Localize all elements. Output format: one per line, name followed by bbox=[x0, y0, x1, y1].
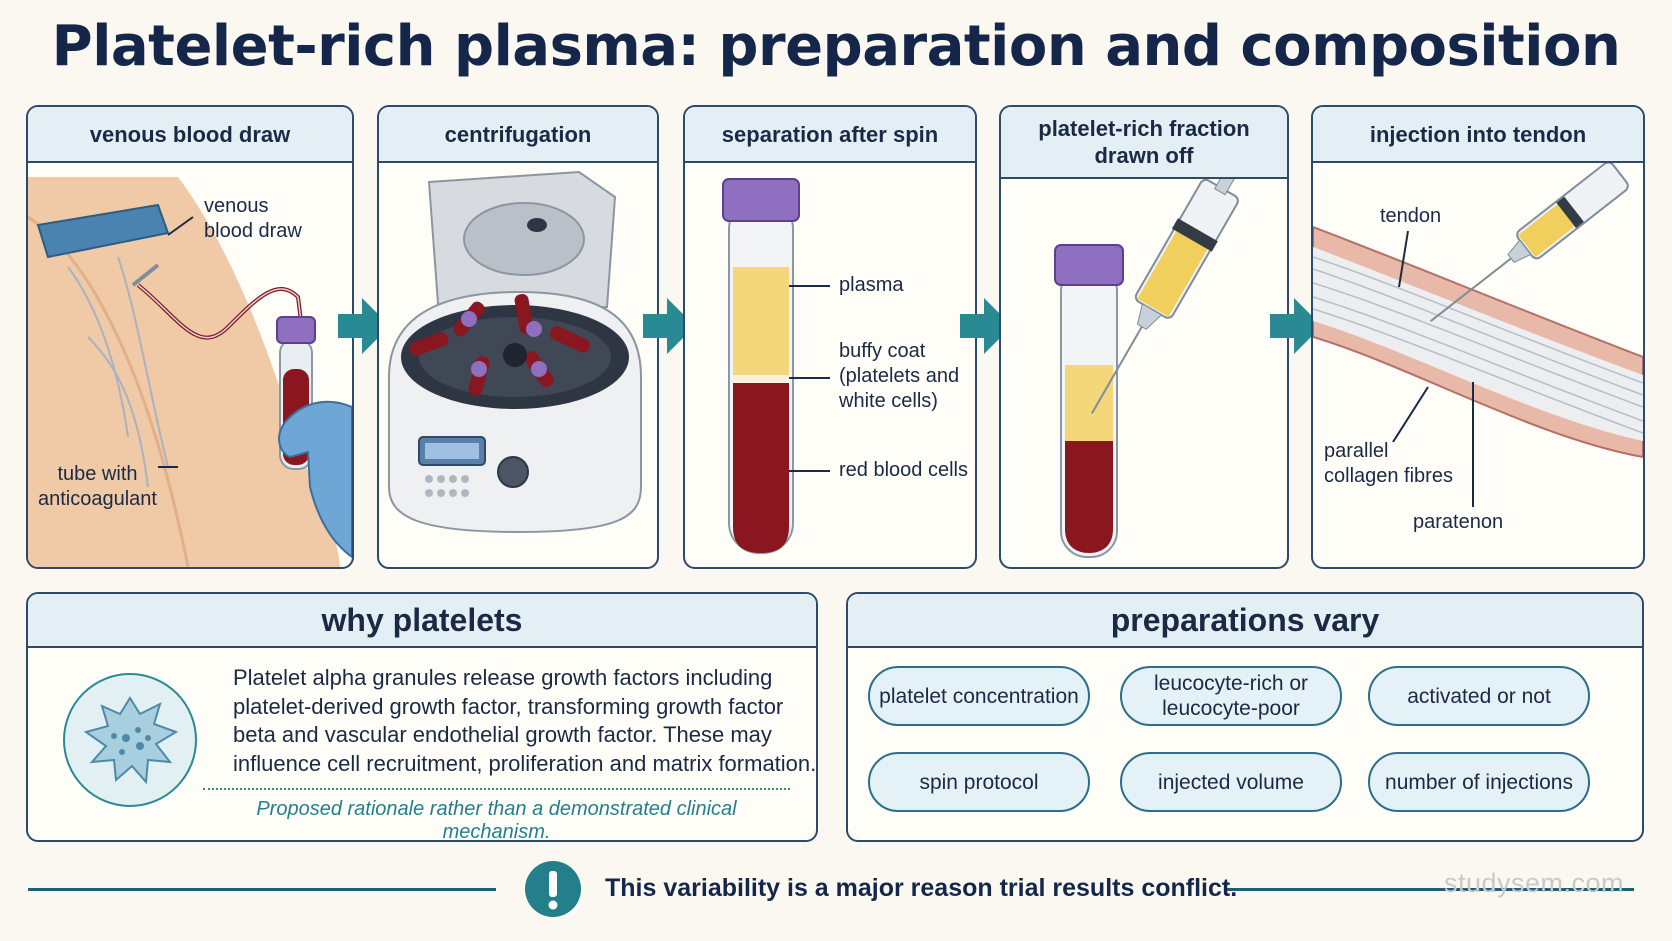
label-plasma: plasma bbox=[839, 274, 904, 296]
panel-heading: venous blood draw bbox=[28, 107, 352, 163]
panel-heading: centrifugation bbox=[379, 107, 657, 163]
arrow-icon bbox=[1270, 298, 1322, 359]
pill-activated-or-not: activated or not bbox=[1368, 666, 1590, 726]
label-paratenon: paratenon bbox=[1413, 511, 1504, 533]
variability-statement: This variability is a major reason trial… bbox=[605, 874, 1238, 902]
label-parallel-collagen-fibres: parallel collagen fibres bbox=[1324, 440, 1453, 487]
tendon-injection-illustration bbox=[1313, 161, 1643, 507]
footer-rule-left bbox=[28, 888, 496, 891]
rationale-note: Proposed rationale rather than a demonst… bbox=[256, 798, 737, 842]
footer-rule-right bbox=[1226, 888, 1634, 891]
why-platelets-text: Platelet alpha granules release growth f… bbox=[233, 665, 817, 776]
pill-injected-volume: injected volume bbox=[1120, 752, 1342, 812]
pill-number-of-injections: number of injections bbox=[1368, 752, 1590, 812]
pill-leucocyte-content: leucocyte-rich or leucocyte-poor bbox=[1120, 666, 1342, 726]
panel-centrifugation: centrifugation bbox=[377, 105, 659, 569]
panel-heading: separation after spin bbox=[685, 107, 975, 163]
panel-venous-blood-draw: venous blood draw venous blood draw tube… bbox=[26, 105, 354, 569]
label-red-blood-cells: red blood cells bbox=[839, 459, 968, 481]
exclamation-icon bbox=[525, 861, 581, 917]
label-tube-with-anticoagulant: tube with anticoagulant bbox=[38, 463, 157, 510]
pill-spin-protocol: spin protocol bbox=[868, 752, 1090, 812]
watermark: studysem.com bbox=[1444, 868, 1625, 898]
arm-blood-draw-illustration bbox=[28, 177, 352, 567]
label-tendon: tendon bbox=[1380, 205, 1442, 227]
platelet-icon bbox=[63, 673, 197, 807]
panel-heading: injection into tendon bbox=[1313, 107, 1643, 163]
box-heading: why platelets bbox=[28, 594, 816, 648]
divider bbox=[203, 788, 790, 790]
label-venous-blood-draw: venous blood draw bbox=[204, 195, 302, 242]
panel-platelet-rich-fraction: platelet-rich fraction drawn off bbox=[999, 105, 1289, 569]
arrow-icon bbox=[643, 298, 695, 359]
panel-separation-after-spin: separation after spin plasma buffy coat … bbox=[683, 105, 977, 569]
box-heading: preparations vary bbox=[848, 594, 1642, 648]
centrifuge-illustration bbox=[388, 170, 642, 534]
panel-heading: platelet-rich fraction drawn off bbox=[1001, 107, 1287, 179]
arrow-icon bbox=[960, 298, 1012, 359]
arrow-icon bbox=[338, 298, 390, 359]
pill-platelet-concentration: platelet concentration bbox=[868, 666, 1090, 726]
why-platelets-box: why platelets Platelet alpha granules re… bbox=[26, 592, 818, 842]
separated-tube-illustration bbox=[722, 178, 830, 554]
preparations-vary-box: preparations vary platelet concentration… bbox=[846, 592, 1644, 842]
panel-injection-into-tendon: injection into tendon tendon parallel co… bbox=[1311, 105, 1645, 569]
label-buffy-coat: buffy coat (platelets and white cells) bbox=[839, 340, 960, 412]
page-title: Platelet-rich plasma: preparation and co… bbox=[51, 14, 1621, 79]
